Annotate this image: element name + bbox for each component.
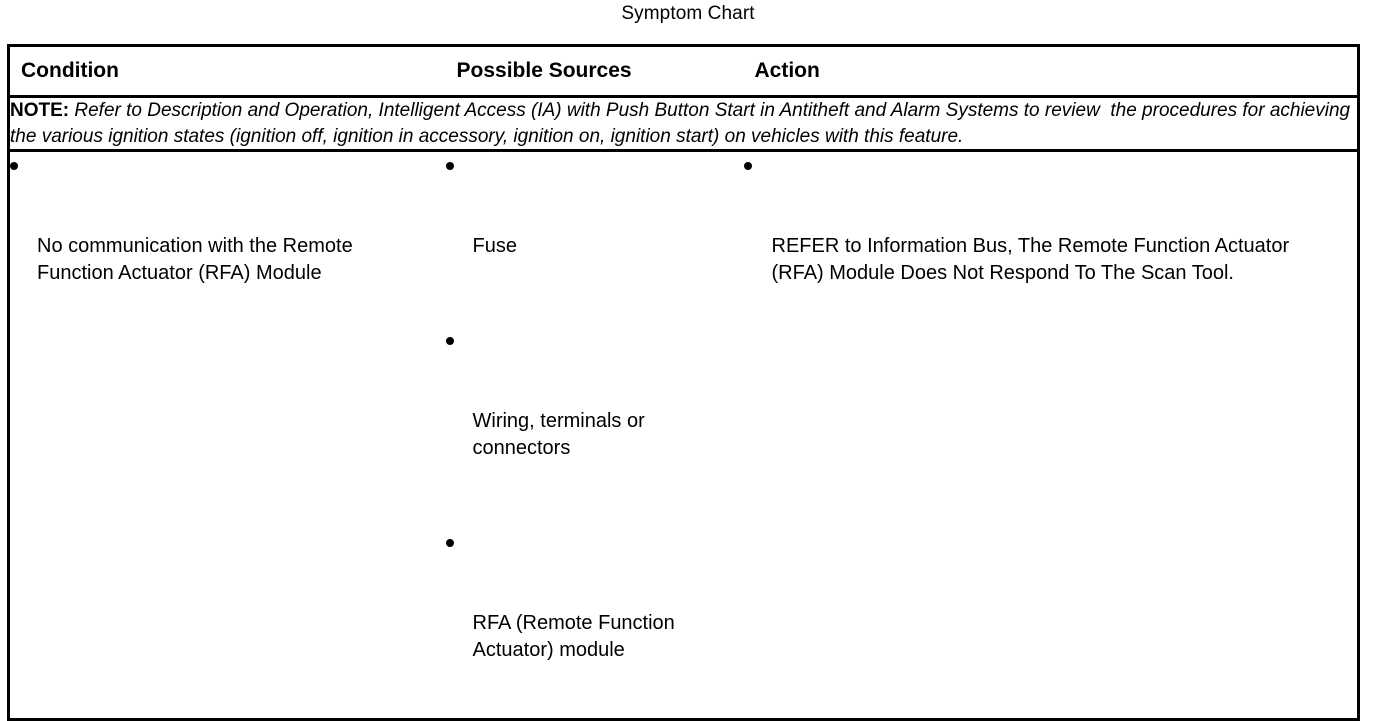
table-row: No communication with the Remote Functio… xyxy=(9,151,1359,720)
page-title: Symptom Chart xyxy=(621,3,755,24)
bullet-icon xyxy=(743,162,752,170)
note-paragraph: NOTE: Refer to Description and Operation… xyxy=(10,98,1357,149)
note-cell: NOTE: Refer to Description and Operation… xyxy=(8,96,1359,152)
list-item: No communication with the Remote Functio… xyxy=(10,152,446,341)
bullet-icon xyxy=(445,162,454,170)
column-header-condition: Condition xyxy=(21,59,119,82)
action-item-text: REFER to Information Bus, The Remote Fun… xyxy=(771,235,1295,284)
table-header-row: Condition Possible Sources Action xyxy=(8,45,1359,98)
possible-sources-bullet-list: Fuse Wiring, terminals or connectors RFA… xyxy=(445,152,744,718)
action-bullet-list: REFER to Information Bus, The Remote Fun… xyxy=(743,152,1358,341)
list-item: RFA (Remote Function Actuator) module xyxy=(445,529,744,718)
condition-item-text: No communication with the Remote Functio… xyxy=(37,235,359,284)
bullet-icon xyxy=(445,539,454,547)
column-header-action: Action xyxy=(754,59,820,82)
possible-source-item-text: RFA (Remote Function Actuator) module xyxy=(472,612,680,661)
condition-bullet-list: No communication with the Remote Functio… xyxy=(10,152,446,341)
bullet-icon xyxy=(10,162,18,170)
list-item: Fuse xyxy=(445,152,744,314)
cell-condition: No communication with the Remote Functio… xyxy=(9,151,446,720)
table-note-row: NOTE: Refer to Description and Operation… xyxy=(8,96,1359,152)
column-header-possible-sources: Possible Sources xyxy=(456,59,632,82)
list-item: Wiring, terminals or connectors xyxy=(445,327,744,516)
possible-source-item-text: Fuse xyxy=(472,235,517,257)
cell-possible-sources: Fuse Wiring, terminals or connectors RFA… xyxy=(445,151,744,720)
note-body-text: Refer to Description and Operation, Inte… xyxy=(10,100,1356,147)
header-cell-condition: Condition xyxy=(8,45,446,98)
bullet-icon xyxy=(445,337,454,345)
symptom-chart-page: Symptom Chart Condition Possible Sources… xyxy=(7,3,1360,721)
possible-source-item-text: Wiring, terminals or connectors xyxy=(472,410,651,459)
note-label: NOTE: xyxy=(10,100,70,121)
symptom-chart-table: Condition Possible Sources Action NOTE: … xyxy=(7,44,1360,721)
header-cell-action: Action xyxy=(743,45,1359,98)
list-item: REFER to Information Bus, The Remote Fun… xyxy=(743,152,1358,341)
header-cell-possible-sources: Possible Sources xyxy=(445,45,744,98)
cell-action: REFER to Information Bus, The Remote Fun… xyxy=(743,151,1359,720)
